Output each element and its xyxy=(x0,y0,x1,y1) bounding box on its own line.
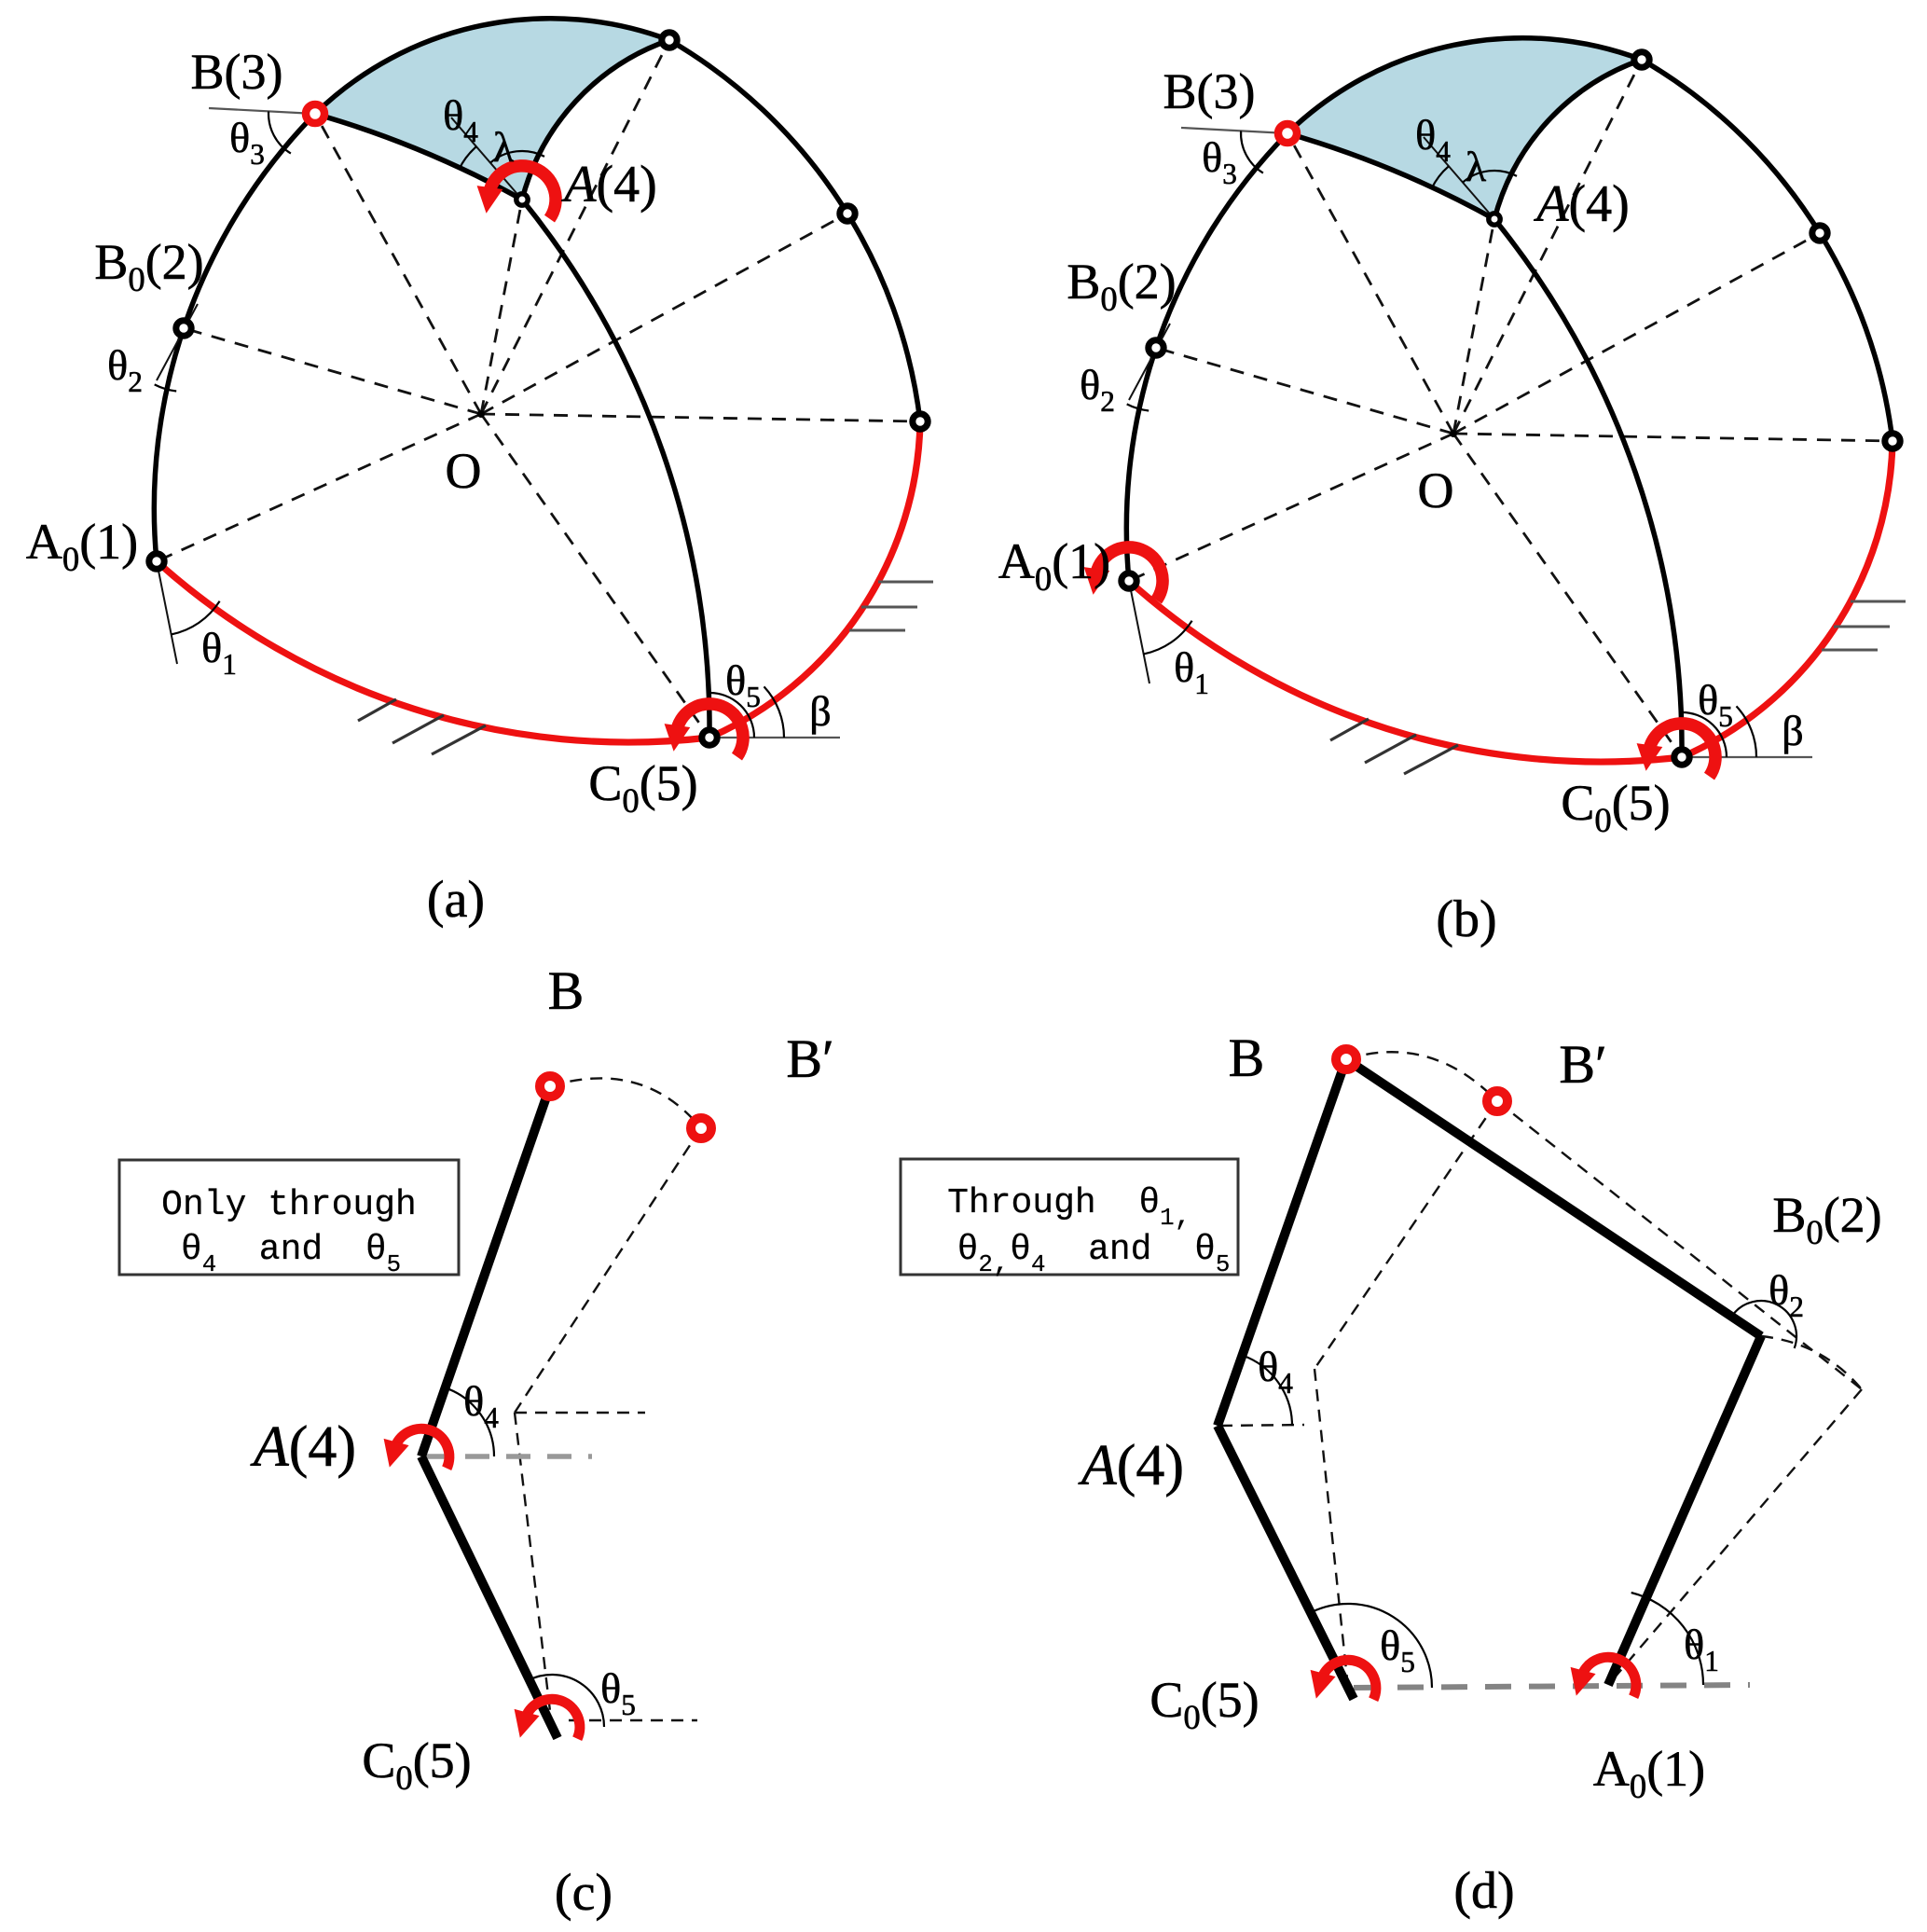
svg-text:B0(2): B0(2) xyxy=(94,234,203,298)
svg-text:A(4): A(4) xyxy=(1078,1434,1184,1497)
svg-text:C0(5): C0(5) xyxy=(1149,1672,1259,1736)
svg-text:λ: λ xyxy=(1466,143,1487,190)
svg-text:A0(1): A0(1) xyxy=(26,514,138,578)
svg-text:A0(1): A0(1) xyxy=(1593,1741,1705,1805)
svg-text:C0(5): C0(5) xyxy=(362,1732,471,1797)
svg-text:β: β xyxy=(809,687,831,735)
svg-text:B′: B′ xyxy=(786,1028,833,1089)
svg-text:B′: B′ xyxy=(1559,1034,1606,1095)
svg-text:C0(5): C0(5) xyxy=(1561,775,1670,839)
svg-text:A(4): A(4) xyxy=(560,156,657,214)
svg-text:θ4: θ4 xyxy=(443,91,478,148)
svg-text:(c): (c) xyxy=(555,1864,613,1922)
svg-text:A(4): A(4) xyxy=(250,1415,356,1479)
svg-text:B(3): B(3) xyxy=(191,44,283,100)
svg-text:O: O xyxy=(1418,462,1454,518)
svg-text:B: B xyxy=(1229,1028,1265,1088)
svg-text:B(3): B(3) xyxy=(1163,63,1256,119)
svg-text:θ4 and θ5: θ4 and θ5 xyxy=(181,1230,401,1278)
svg-text:A0(1): A0(1) xyxy=(998,533,1110,598)
svg-text:B: B xyxy=(548,960,585,1021)
svg-text:θ4: θ4 xyxy=(1258,1343,1293,1400)
svg-text:(b): (b) xyxy=(1436,890,1496,948)
svg-text:B0(2): B0(2) xyxy=(1772,1187,1881,1251)
svg-text:λ: λ xyxy=(493,123,515,171)
svg-text:θ2: θ2 xyxy=(1769,1266,1804,1323)
svg-text:Only through: Only through xyxy=(161,1185,417,1225)
svg-text:O: O xyxy=(446,443,482,499)
svg-text:(d): (d) xyxy=(1453,1862,1514,1920)
svg-text:β: β xyxy=(1782,707,1803,754)
svg-text:C0(5): C0(5) xyxy=(588,755,697,820)
svg-text:(a): (a) xyxy=(427,871,485,929)
svg-text:A(4): A(4) xyxy=(1533,175,1630,233)
svg-text:B0(2): B0(2) xyxy=(1067,254,1176,318)
